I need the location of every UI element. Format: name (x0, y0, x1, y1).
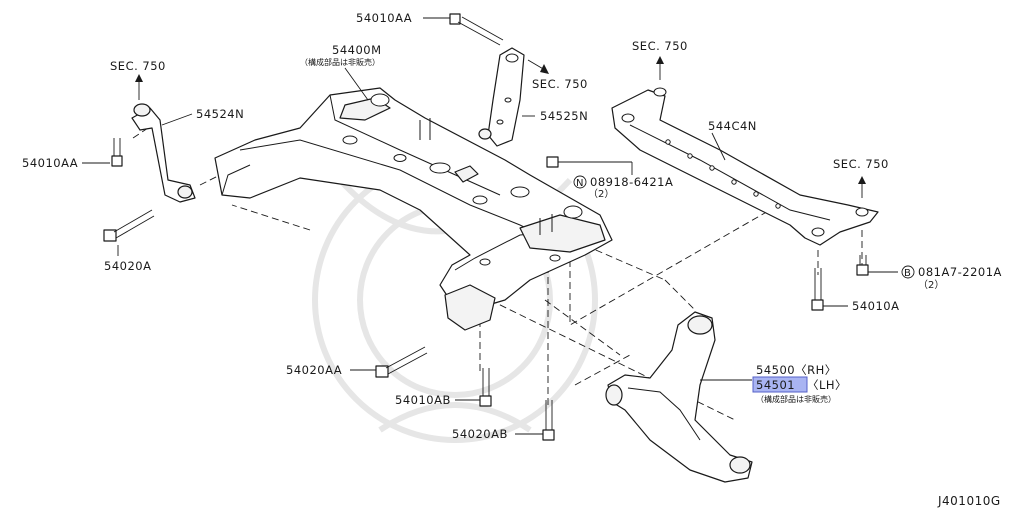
bolt-54020a (103, 209, 155, 242)
label-08918-prefix: N (576, 178, 583, 189)
bolt-54020aa (375, 346, 428, 378)
label-54010ab: 54010AB (395, 393, 451, 407)
label-sec750-left: SEC. 750 (110, 59, 166, 73)
member-544c4n (611, 87, 879, 246)
label-54020aa: 54020AA (286, 363, 342, 377)
label-081a7-prefix: B (904, 268, 911, 279)
lower-arm-54500 (605, 311, 753, 483)
label-081a7-qty: （2） (918, 279, 944, 291)
label-54010aa-left: 54010AA (22, 156, 78, 170)
label-081a7: 081A7-2201A (918, 265, 1002, 279)
section-arrows (135, 56, 866, 198)
ref-08918: N 08918-6421A （2） (573, 175, 673, 200)
highlight-54501 (752, 376, 808, 393)
link-54524n (131, 103, 196, 203)
label-54500: 54500〈RH〉 (756, 363, 837, 377)
bracket-54525n (478, 47, 525, 147)
bolt-54010aa-top (449, 13, 504, 46)
label-54525n: 54525N (540, 109, 588, 123)
label-08918-qty: （2） (588, 188, 614, 200)
bolts (103, 13, 869, 441)
label-544c4n: 544C4N (708, 119, 757, 133)
label-54020a: 54020A (104, 259, 151, 273)
label-54020ab: 54020AB (452, 427, 508, 441)
label-sec750-top-right: SEC. 750 (632, 39, 688, 53)
bolt-54010ab (479, 368, 492, 407)
label-54524n: 54524N (196, 107, 244, 121)
ref-081a7: B 081A7-2201A （2） (901, 265, 1002, 291)
bolt-081a7 (856, 255, 869, 276)
label-sec750-center: SEC. 750 (532, 77, 588, 91)
bolt-54010a (811, 268, 824, 311)
label-54500-note: （構成部品は非販売） (756, 394, 836, 404)
suspension-member-54400m (214, 87, 613, 331)
label-54501[interactable]: 54501 (756, 378, 795, 392)
bolt-54020ab (542, 400, 555, 441)
bolt-54010aa-left (111, 138, 123, 167)
label-54010a: 54010A (852, 299, 899, 313)
nut-08918 (546, 156, 559, 168)
diagram-code: J401010G (937, 494, 1001, 508)
label-54501-side: 〈LH〉 (807, 378, 847, 392)
label-08918: 08918-6421A (590, 175, 673, 189)
label-54400m-note: （構成部品は非販売） (300, 57, 380, 67)
label-sec750-right: SEC. 750 (833, 157, 889, 171)
label-54400m: 54400M (332, 43, 382, 57)
callout-labels: 54010AA 54400M （構成部品は非販売） SEC. 750 SEC. … (22, 11, 1002, 508)
label-54010aa-top: 54010AA (356, 11, 412, 25)
leader-lines (82, 17, 898, 435)
